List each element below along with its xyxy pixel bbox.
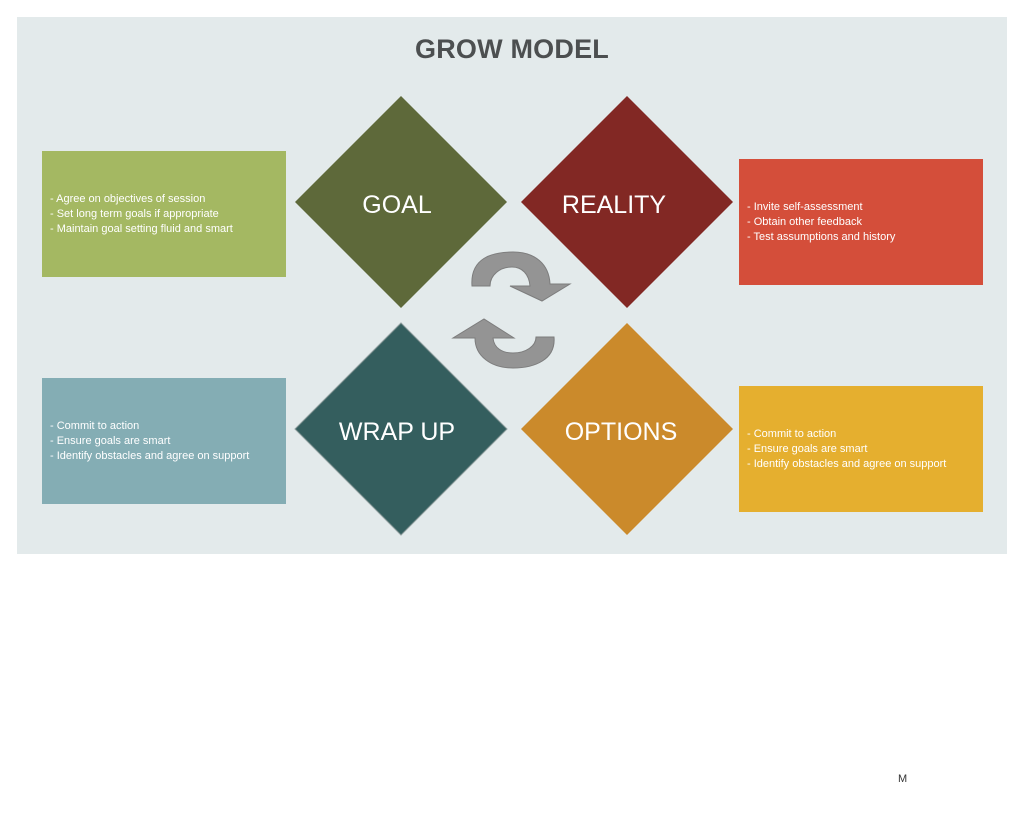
goal-diamond-shape	[295, 96, 507, 308]
page-title: GROW MODEL	[415, 34, 609, 64]
cycle-arrow-bottom-icon	[451, 318, 555, 369]
cycle-arrow-top-icon	[471, 251, 572, 302]
footer-mark: M	[898, 773, 908, 785]
wrapup-diamond-shape	[294, 322, 508, 536]
goal-diamond[interactable]: GOAL	[295, 96, 507, 308]
options-label: OPTIONS	[565, 418, 678, 446]
goal-detail-item: - Set long term goals if appropriate	[50, 207, 219, 220]
goal-detail-item: - Maintain goal setting fluid and smart	[50, 222, 233, 235]
options-details-box: - Commit to action - Ensure goals are sm…	[739, 386, 983, 512]
wrapup-label: WRAP UP	[339, 418, 455, 446]
options-diamond[interactable]: OPTIONS	[521, 323, 733, 535]
options-detail-item: - Commit to action	[747, 427, 837, 440]
options-detail-item: - Ensure goals are smart	[747, 442, 868, 455]
wrapup-diamond[interactable]: WRAP UP	[294, 322, 508, 536]
goal-detail-item: - Agree on objectives of session	[50, 192, 206, 205]
reality-label: REALITY	[562, 191, 667, 219]
reality-detail-item: - Obtain other feedback	[747, 215, 862, 228]
wrapup-detail-item: - Ensure goals are smart	[50, 434, 171, 447]
wrapup-detail-item: - Identify obstacles and agree on suppor…	[50, 449, 250, 462]
goal-details-box: - Agree on objectives of session - Set l…	[42, 151, 286, 277]
wrapup-details-box: - Commit to action - Ensure goals are sm…	[42, 378, 286, 504]
reality-diamond-shape	[521, 96, 733, 308]
wrapup-detail-item: - Commit to action	[50, 419, 140, 432]
options-diamond-shape	[521, 323, 733, 535]
reality-detail-item: - Test assumptions and history	[747, 230, 896, 243]
reality-details-box: - Invite self-assessment - Obtain other …	[739, 159, 983, 285]
reality-detail-item: - Invite self-assessment	[747, 200, 863, 213]
options-detail-item: - Identify obstacles and agree on suppor…	[747, 457, 947, 470]
refresh-cycle-icon	[451, 251, 572, 369]
goal-label: GOAL	[362, 191, 432, 219]
reality-diamond[interactable]: REALITY	[521, 96, 733, 308]
